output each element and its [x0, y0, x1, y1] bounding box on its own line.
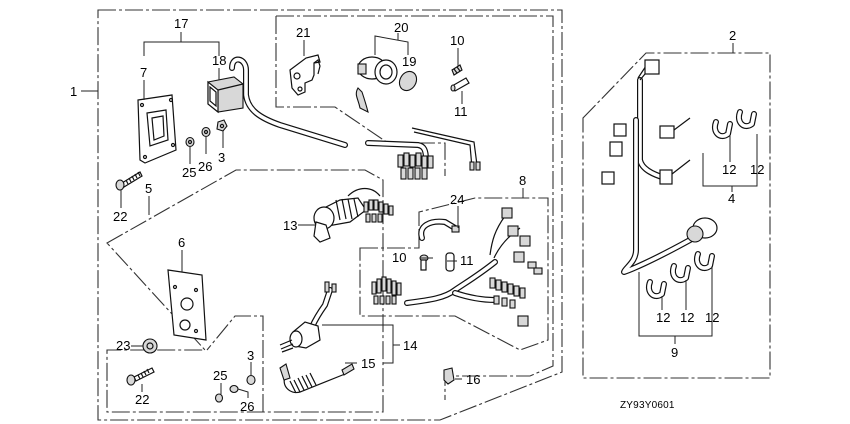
screw-part-22-bottom[interactable] [126, 367, 155, 386]
drawing-code: ZY93Y0601 [620, 400, 675, 411]
clamp-part-12e[interactable] [694, 251, 715, 272]
group-box-8 [359, 197, 549, 351]
group-box-1 [97, 9, 563, 421]
buzzer-part-20[interactable] [355, 56, 398, 114]
group-box-14 [206, 315, 264, 412]
washer-part-26-top[interactable] [201, 126, 211, 138]
callout-12d[interactable]: 12 [680, 310, 694, 325]
callout-26-top[interactable]: 26 [198, 159, 212, 174]
callout-13[interactable]: 13 [283, 218, 297, 233]
callout-10-top[interactable]: 10 [450, 33, 464, 48]
main-harness-part-8[interactable] [371, 207, 543, 327]
buzzer-cover-part-19[interactable] [396, 68, 420, 93]
callout-5[interactable]: 5 [145, 181, 152, 196]
collar-part-11-mid[interactable] [445, 252, 455, 272]
bracket-part-21[interactable] [289, 54, 321, 96]
callout-7[interactable]: 7 [140, 65, 147, 80]
callout-14[interactable]: 14 [403, 338, 417, 353]
bezel-part-7[interactable] [137, 94, 177, 164]
callout-12e[interactable]: 12 [705, 310, 719, 325]
callout-16[interactable]: 16 [466, 372, 480, 387]
clip-part-16[interactable] [443, 367, 455, 385]
callout-4[interactable]: 4 [728, 191, 735, 206]
callout-15[interactable]: 15 [361, 356, 375, 371]
callout-22-top[interactable]: 22 [113, 209, 127, 224]
washer-part-25-bottom[interactable] [214, 393, 224, 403]
leader-lines [81, 32, 758, 394]
callout-22-bottom[interactable]: 22 [135, 392, 149, 407]
callout-10-mid[interactable]: 10 [392, 250, 406, 265]
callout-1[interactable]: 1 [70, 84, 77, 99]
clamp-part-12a[interactable] [712, 119, 733, 140]
ignition-switch-part-13[interactable] [313, 187, 394, 243]
group-box-2 [582, 52, 771, 379]
callout-11-mid[interactable]: 11 [460, 253, 474, 268]
lanyard-part-15[interactable] [279, 363, 355, 394]
group-box-17-frame [275, 16, 446, 176]
callout-6[interactable]: 6 [178, 235, 185, 250]
clamp-part-12d[interactable] [670, 263, 691, 284]
callout-26-bottom[interactable]: 26 [240, 399, 254, 414]
callout-24[interactable]: 24 [450, 192, 464, 207]
callout-23[interactable]: 23 [116, 338, 130, 353]
rocker-switch-part-18[interactable] [207, 56, 348, 148]
callout-18[interactable]: 18 [212, 53, 226, 68]
callout-12b[interactable]: 12 [750, 162, 764, 177]
group-box-5 [106, 169, 384, 413]
callout-11-top[interactable]: 11 [454, 104, 468, 119]
callout-12a[interactable]: 12 [722, 162, 736, 177]
callout-25-bottom[interactable]: 25 [213, 368, 227, 383]
callout-9[interactable]: 9 [671, 345, 678, 360]
callout-25-top[interactable]: 25 [182, 165, 196, 180]
nut-part-23[interactable] [142, 338, 158, 354]
callout-19[interactable]: 19 [402, 54, 416, 69]
callout-3-bottom[interactable]: 3 [247, 348, 254, 363]
screw-part-10-mid[interactable] [419, 254, 429, 271]
callout-20[interactable]: 20 [394, 20, 408, 35]
stop-switch-part-14[interactable] [279, 281, 337, 353]
wire-harness-part-2[interactable] [601, 59, 718, 275]
washer-part-25-top[interactable] [185, 136, 195, 148]
clamp-part-12b[interactable] [736, 109, 757, 130]
callout-8[interactable]: 8 [519, 173, 526, 188]
callout-21[interactable]: 21 [296, 25, 310, 40]
nut-part-3-top[interactable] [216, 119, 228, 132]
harness-band-part-24[interactable] [418, 218, 460, 241]
screw-part-22-top[interactable] [115, 171, 143, 191]
mounting-plate-part-6[interactable] [167, 269, 207, 341]
callout-12c[interactable]: 12 [656, 310, 670, 325]
callout-2[interactable]: 2 [729, 28, 736, 43]
nut-part-3-bottom[interactable] [246, 374, 256, 386]
callout-17[interactable]: 17 [174, 16, 188, 31]
clamp-part-12c[interactable] [646, 279, 667, 300]
harness-lead-upper [365, 127, 481, 180]
washer-part-26-bottom[interactable] [229, 384, 249, 399]
callout-labels: 1 2 3 3 4 5 6 7 8 9 10 10 11 11 12 12 12… [70, 16, 764, 414]
collar-part-11-top[interactable] [450, 77, 470, 92]
screw-part-10-top[interactable] [451, 64, 463, 76]
callout-3-top[interactable]: 3 [218, 150, 225, 165]
